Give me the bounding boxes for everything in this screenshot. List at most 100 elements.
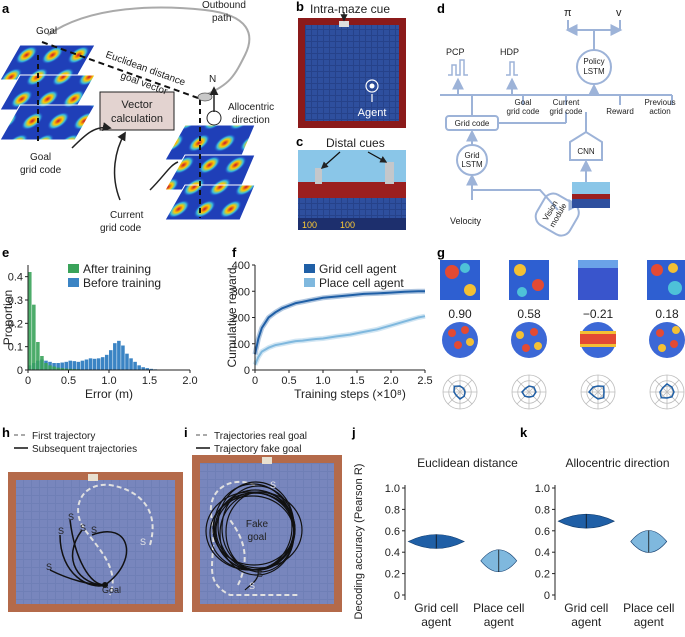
legend-label-0: After training — [83, 262, 151, 276]
y-tick-4: 400 — [232, 260, 250, 272]
goal-grid-code-2: grid code — [507, 107, 540, 116]
legend-i-2: Trajectory fake goal — [214, 444, 301, 455]
agent-label: Agent — [358, 107, 387, 119]
x-axis-label: Training steps (×10⁸) — [294, 387, 406, 401]
start-h-1: S — [68, 512, 74, 522]
ratemap-4 — [647, 260, 685, 358]
outbound-label-2: path — [212, 13, 231, 24]
panel-label-c: c — [296, 134, 303, 149]
hud-left: 100 — [302, 220, 317, 230]
legend-h-1: First trajectory — [32, 431, 95, 442]
legend-i-1: Trajectories real goal — [214, 431, 307, 442]
start-h-4: S — [91, 525, 97, 535]
grid-lstm-label-1: Grid — [464, 151, 479, 160]
start-i-2: S — [257, 569, 263, 579]
goal-grid-stack — [0, 44, 96, 141]
start-h-5: S — [46, 562, 52, 572]
bar-after-training-2 — [36, 342, 40, 370]
bar-before-training-27 — [137, 365, 141, 370]
polar-trace-0 — [453, 385, 466, 400]
y-tick-0: 0 — [17, 365, 23, 377]
v-label: v — [616, 7, 622, 19]
y-axis-label: Cumulative reward — [225, 267, 239, 367]
current-grid-label-1: Current — [110, 210, 144, 221]
bar-before-training-14 — [84, 359, 89, 370]
y-tick-2: 0.2 — [8, 318, 23, 330]
y-tick-5: 1.0 — [535, 483, 550, 495]
fake-goal-label-2: goal — [248, 532, 267, 543]
y-tick-5: 1.0 — [385, 483, 400, 495]
fake-goal-label-1: Fake — [246, 519, 269, 530]
panel-i-fake-goal: S S S Fake goal Trajectories real goal T… — [192, 431, 342, 612]
x-tick-4: 2.0 — [383, 375, 398, 387]
bar-after-training-4 — [44, 363, 48, 370]
line-place-cell-agent — [254, 315, 426, 366]
y-tick-2: 0.4 — [535, 547, 550, 559]
panel-label-g: g — [437, 245, 445, 260]
bar-after-training-3 — [40, 356, 44, 370]
y-tick-2: 0.4 — [385, 547, 400, 559]
pi-label: π — [564, 7, 572, 19]
bar-before-training-16 — [92, 358, 97, 370]
legend-swatch-1 — [68, 278, 79, 287]
bar-before-training-8 — [60, 362, 64, 370]
bar-after-training-5 — [48, 365, 52, 370]
panel-c-firstperson-view: 100 100 Distal cues — [298, 136, 406, 230]
chart-j-euclidean-decoding: Euclidean distance00.20.40.60.81.0Decodi… — [353, 456, 524, 629]
polar-trace-1 — [521, 385, 537, 398]
velocity-label: Velocity — [450, 216, 482, 226]
distal-cues-label: Distal cues — [326, 136, 385, 150]
x-tick-3: 1.5 — [142, 375, 157, 387]
fake-goal-scribble — [205, 481, 303, 591]
hud-right: 100 — [340, 220, 355, 230]
grid-code-label: Grid code — [455, 119, 490, 128]
polar-spoke-2-3 — [585, 379, 611, 405]
grid-lstm-label-2: LSTM — [461, 160, 483, 169]
bar-before-training-26 — [133, 361, 137, 370]
bar-before-training-10 — [68, 360, 73, 370]
y-tick-2: 200 — [232, 313, 250, 325]
chart-title: Euclidean distance — [417, 456, 518, 470]
polar-spoke-1-3 — [516, 379, 542, 405]
allocentric-label-1: Allocentric — [228, 102, 274, 113]
bar-before-training-22 — [117, 340, 121, 370]
bar-after-training-9 — [64, 368, 68, 370]
panel-label-h: h — [2, 425, 10, 440]
bar-before-training-7 — [56, 363, 60, 370]
legend-swatch-1 — [304, 278, 315, 287]
legend-swatch-0 — [304, 264, 315, 273]
vector-calc-label-2: calculation — [111, 113, 163, 125]
x-tick-2: 1.0 — [315, 375, 330, 387]
polar-spoke-3-3 — [654, 379, 680, 405]
bar-before-training-24 — [125, 353, 129, 370]
bar-before-training-20 — [109, 350, 113, 370]
panel-label-k: k — [520, 425, 528, 440]
pcp-label: PCP — [446, 47, 465, 57]
chart-title: Allocentric direction — [565, 456, 669, 470]
y-tick-1: 0.2 — [385, 569, 400, 581]
goal-h-label: Goal — [102, 585, 121, 595]
allocentric-label-2: direction — [232, 115, 270, 126]
panel-label-a: a — [2, 1, 10, 16]
x-tick-1-line2: agent — [634, 615, 665, 629]
corr-4: 0.18 — [655, 307, 679, 321]
start-h-3: S — [80, 523, 86, 533]
polar-trace-3 — [659, 383, 675, 399]
goal-grid-label-1: Goal — [30, 152, 51, 163]
panel-label-e: e — [2, 245, 9, 260]
y-tick-3: 0.6 — [535, 526, 550, 538]
cnn-label: CNN — [577, 147, 595, 156]
legend-swatch-0 — [68, 264, 79, 273]
reward-label: Reward — [606, 107, 634, 116]
north-label: N — [209, 74, 216, 85]
bar-before-training-15 — [88, 358, 93, 370]
x-tick-0: 0 — [252, 375, 258, 387]
bar-before-training-11 — [72, 361, 77, 370]
ratemap-3 — [578, 260, 618, 358]
bar-after-training-10 — [68, 368, 73, 370]
corr-1: 0.90 — [448, 307, 472, 321]
goal-grid-label-2: grid code — [20, 165, 62, 176]
polar-spoke-0-3 — [447, 379, 473, 405]
goal-label: Goal — [36, 26, 57, 37]
